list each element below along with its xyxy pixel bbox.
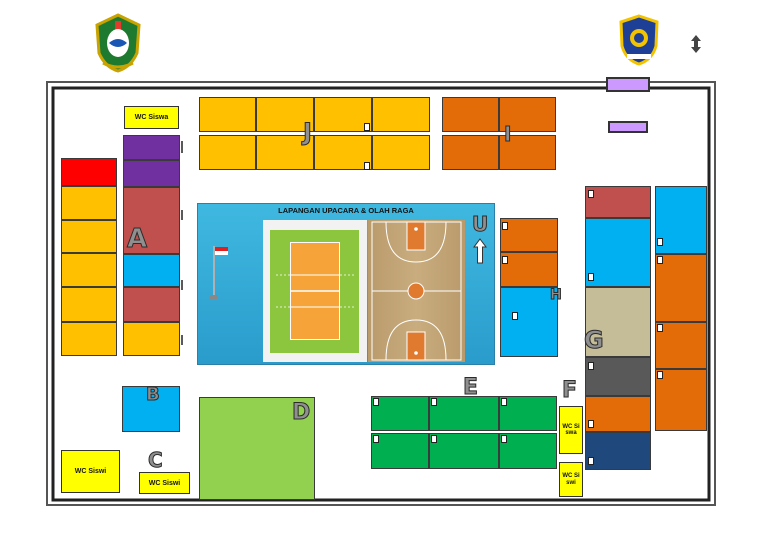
- building-i-room: [442, 97, 499, 132]
- door-marker: [657, 238, 663, 246]
- building-j-room: [314, 135, 372, 170]
- building-e-room: [371, 433, 429, 469]
- building-left-room: [61, 186, 117, 220]
- building-j-room: [372, 135, 430, 170]
- building-label-i: I: [503, 122, 512, 146]
- building-e-room: [499, 433, 557, 469]
- building-left-room: [61, 253, 117, 287]
- toilet-girls-f: WC Siswi: [559, 462, 583, 497]
- building-j-room: [372, 97, 430, 132]
- door-marker: [364, 162, 370, 170]
- building-i-room: [499, 135, 556, 170]
- building-a-room: [123, 187, 180, 254]
- building-g-room: [585, 218, 651, 287]
- building-b-room: [122, 386, 180, 432]
- north-arrow-icon: [691, 35, 701, 53]
- building-left-room: [61, 322, 117, 356]
- building-h-room: [500, 218, 558, 252]
- building-label-c: C: [148, 448, 164, 472]
- building-red-room: [61, 158, 117, 186]
- door-marker: [431, 435, 437, 443]
- door-marker: [501, 398, 507, 406]
- door-marker: [431, 398, 437, 406]
- building-a-room: [123, 287, 180, 322]
- building-j-room: [314, 97, 372, 132]
- building-a-room: [123, 160, 180, 187]
- toilet-boys-top: WC Siswa: [124, 106, 179, 129]
- door-marker: [588, 273, 594, 281]
- field-title: LAPANGAN UPACARA & OLAH RAGA: [278, 206, 414, 215]
- building-a-room: [123, 135, 180, 160]
- building-e-room: [371, 396, 429, 431]
- building-j-room: [256, 135, 314, 170]
- building-g-room: [585, 287, 651, 357]
- building-e-room: [429, 396, 499, 431]
- door-marker: [588, 420, 594, 428]
- building-left-room: [61, 220, 117, 253]
- left-emblem-icon: [95, 13, 141, 73]
- building-label-j: J: [303, 118, 313, 146]
- up-arrow-icon: [473, 238, 487, 264]
- toilet-girls-c: WC Siswi: [139, 472, 190, 494]
- building-i-room: [499, 97, 556, 132]
- building-label-e: E: [462, 375, 479, 400]
- building-right-room: [655, 254, 707, 322]
- toilet-boys-f: WC Siswa: [559, 406, 583, 454]
- building-j-room: [199, 97, 256, 132]
- door-marker: [588, 362, 594, 370]
- door-marker: [588, 457, 594, 465]
- building-g-room: [585, 186, 651, 218]
- flagpole-icon: [210, 246, 228, 299]
- building-right-room: [655, 322, 707, 369]
- building-j-room: [256, 97, 314, 132]
- building-right-room: [655, 186, 707, 254]
- right-emblem-icon: [619, 14, 659, 66]
- door-marker: [502, 256, 508, 264]
- building-e-room: [429, 433, 499, 469]
- building-g-room: [585, 357, 651, 396]
- door-marker: [373, 435, 379, 443]
- door-marker: [502, 222, 508, 230]
- door-marker: [657, 324, 663, 332]
- building-e-room: [499, 396, 557, 431]
- building-a-room: [123, 322, 180, 356]
- building-label-d: D: [291, 400, 311, 425]
- building-h-room: [500, 252, 558, 287]
- building-a-room: [123, 254, 180, 287]
- building-i-room: [442, 135, 499, 170]
- gate-structure: [606, 77, 650, 92]
- building-label-g: G: [584, 326, 605, 354]
- gate-structure-small: [608, 121, 648, 133]
- building-label-h: H: [550, 287, 563, 303]
- building-label-a: A: [126, 224, 148, 254]
- door-marker: [588, 190, 594, 198]
- door-marker: [657, 256, 663, 264]
- building-d-room: [199, 397, 315, 500]
- building-g-room: [585, 396, 651, 432]
- door-marker: [657, 371, 663, 379]
- building-j-room: [199, 135, 256, 170]
- building-right-room: [655, 369, 707, 431]
- building-label-b: B: [146, 384, 161, 405]
- door-marker: [512, 312, 518, 320]
- building-label-u: U: [471, 212, 489, 236]
- building-label-f: F: [561, 378, 578, 403]
- toilet-girls-left: WC Siswi: [61, 450, 120, 493]
- door-marker: [373, 398, 379, 406]
- building-g-room: [585, 432, 651, 470]
- door-marker: [501, 435, 507, 443]
- building-h-room: [500, 287, 558, 357]
- door-marker: [364, 123, 370, 131]
- building-left-room: [61, 287, 117, 322]
